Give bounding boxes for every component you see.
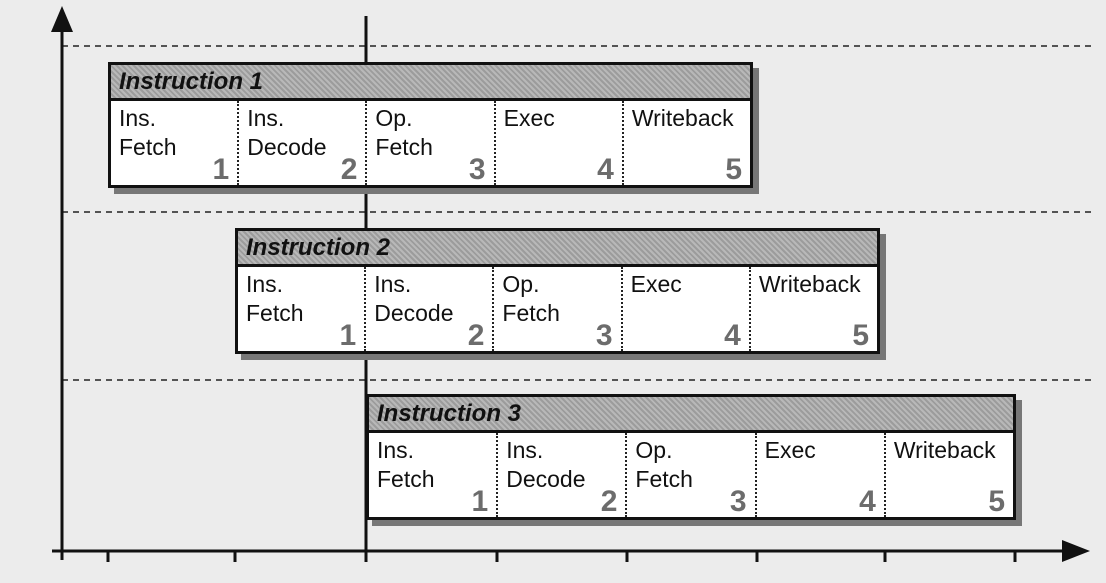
stage-label: Writeback	[893, 437, 996, 463]
stage-number: 2	[340, 153, 358, 186]
stage-writeback: Writeback 5	[751, 267, 877, 352]
stage-exec: Exec 4	[623, 267, 751, 352]
stage-exec: Exec 4	[757, 433, 886, 518]
stage-number: 5	[725, 153, 743, 186]
stage-ins-decode: Ins. Decode 2	[498, 433, 628, 518]
stage-number: 3	[729, 485, 747, 518]
instruction-title: Instruction 3	[369, 397, 1013, 433]
stage-number: 2	[600, 485, 618, 518]
stage-label: Ins. Decode	[506, 437, 586, 492]
stage-number: 3	[468, 153, 486, 186]
stage-op-fetch: Op. Fetch 3	[367, 101, 496, 186]
stage-label: Exec	[630, 271, 682, 297]
stage-ins-fetch: Ins. Fetch 1	[111, 101, 240, 186]
stage-number: 4	[859, 485, 876, 518]
stage-label: Ins. Fetch	[119, 105, 177, 160]
stage-op-fetch: Op. Fetch 3	[627, 433, 757, 518]
stage-op-fetch: Op. Fetch 3	[494, 267, 623, 352]
stage-number: 3	[595, 319, 613, 352]
stage-number: 1	[339, 319, 357, 352]
stage-writeback: Writeback 5	[624, 101, 750, 186]
stage-number: 5	[852, 319, 870, 352]
stage-label: Writeback	[631, 105, 734, 131]
stage-label: Writeback	[758, 271, 861, 297]
stage-number: 1	[212, 153, 230, 186]
stage-label: Ins. Fetch	[377, 437, 435, 492]
stage-number: 2	[467, 319, 485, 352]
stage-ins-decode: Ins. Decode 2	[239, 101, 368, 186]
x-axis-ticks	[106, 551, 1017, 562]
stage-label: Ins. Fetch	[246, 271, 304, 326]
stage-number: 5	[988, 485, 1006, 518]
stage-label: Exec	[764, 437, 816, 463]
x-axis-arrow	[1062, 540, 1090, 562]
y-axis-arrow	[51, 6, 73, 32]
stage-label: Op. Fetch	[502, 271, 560, 326]
instruction-3-block: Instruction 3 Ins. Fetch 1 Ins. Decode 2 O…	[366, 394, 1016, 520]
stage-label: Exec	[503, 105, 555, 131]
instruction-title: Instruction 2	[238, 231, 877, 267]
stage-label: Op. Fetch	[375, 105, 433, 160]
stage-writeback: Writeback 5	[886, 433, 1013, 518]
stage-number: 1	[471, 485, 489, 518]
instruction-2-block: Instruction 2 Ins. Fetch 1 Ins. Decode 2 O…	[235, 228, 880, 354]
stage-ins-decode: Ins. Decode 2	[366, 267, 495, 352]
instruction-1-block: Instruction 1 Ins. Fetch 1 Ins. Decode 2 O…	[108, 62, 753, 188]
stage-ins-fetch: Ins. Fetch 1	[238, 267, 367, 352]
stage-number: 4	[724, 319, 741, 352]
stage-label: Ins. Decode	[247, 105, 327, 160]
instruction-title: Instruction 1	[111, 65, 750, 101]
stage-ins-fetch: Ins. Fetch 1	[369, 433, 499, 518]
stage-label: Ins. Decode	[374, 271, 454, 326]
stage-number: 4	[597, 153, 614, 186]
stage-exec: Exec 4	[496, 101, 624, 186]
row-gridlines	[62, 45, 1095, 381]
stage-label: Op. Fetch	[635, 437, 693, 492]
